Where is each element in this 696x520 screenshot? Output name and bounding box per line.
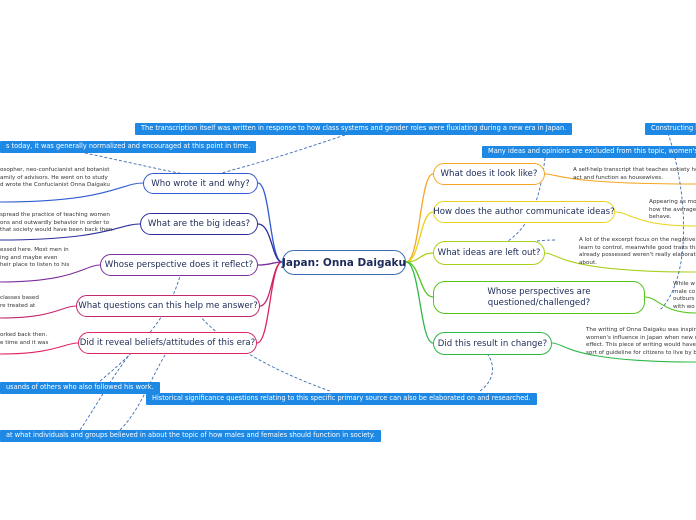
branch-big-ideas-label: What are the big ideas? xyxy=(147,219,251,229)
link-left-out xyxy=(405,252,434,263)
link-big-ideas-note xyxy=(0,223,141,241)
note-challenged: While w male co outburs with wo xyxy=(673,281,696,310)
branch-beliefs[interactable]: Did it reveal beliefs/attitudes of this … xyxy=(78,332,257,354)
note-change: The writing of Onna Daigaku was inspire … xyxy=(586,327,696,356)
link-beliefs-note xyxy=(0,342,79,355)
note-look-like: A self-help transcript that teaches soci… xyxy=(573,167,696,181)
note-beliefs: orked back then. e time and it was xyxy=(0,332,49,346)
branch-questions-label: What questions can this help me answer? xyxy=(78,301,258,311)
link-change-note xyxy=(551,342,696,363)
note-questions: classes based re treated at xyxy=(0,295,39,309)
branch-perspective[interactable]: Whose perspective does it reflect? xyxy=(100,254,258,276)
branch-questions[interactable]: What questions can this help me answer? xyxy=(76,295,260,317)
link-look-like xyxy=(405,173,434,263)
relation-historical-2 xyxy=(479,354,493,392)
branch-challenged-line1: Whose perspectives are xyxy=(487,286,591,297)
branch-challenged-line2: questioned/challenged? xyxy=(487,297,591,308)
banner-transcription[interactable]: The transcription itself was written in … xyxy=(135,123,573,135)
link-who-wrote-note xyxy=(0,182,144,203)
branch-look-like[interactable]: What does it look like? xyxy=(433,163,545,185)
relation-thousands xyxy=(99,275,181,382)
relation-transcription xyxy=(217,134,346,175)
branch-perspective-label: Whose perspective does it reflect? xyxy=(104,260,254,270)
banner-many-ideas[interactable]: Many ideas and opinions are excluded fro… xyxy=(482,146,696,158)
link-big-ideas xyxy=(257,223,283,263)
link-beliefs xyxy=(256,261,283,344)
branch-left-out-label: What ideas are left out? xyxy=(437,248,541,258)
branch-change[interactable]: Did this result in change? xyxy=(433,332,552,355)
link-communicate xyxy=(405,211,434,263)
link-look-like-note xyxy=(544,173,696,185)
banner-beliefs[interactable]: at what individuals and groups believed … xyxy=(0,430,381,442)
banner-historical[interactable]: Historical significance questions relati… xyxy=(146,393,537,405)
banner-constructing[interactable]: Constructing h xyxy=(645,123,696,135)
link-perspective-note xyxy=(0,264,101,283)
banner-thousands[interactable]: usands of others who also followed his w… xyxy=(0,382,160,394)
note-perspective: essed here. Most men in ing and maybe ev… xyxy=(0,247,70,269)
relation-historical xyxy=(199,315,331,392)
branch-big-ideas[interactable]: What are the big ideas? xyxy=(140,213,258,235)
link-left-out-note xyxy=(544,252,696,273)
branch-who-wrote[interactable]: Who wrote it and why? xyxy=(143,173,258,194)
link-challenged-note xyxy=(644,296,696,314)
banner-today[interactable]: s today, it was generally normalized and… xyxy=(0,141,257,153)
link-challenged xyxy=(405,261,434,298)
branch-look-like-label: What does it look like? xyxy=(440,169,538,179)
note-communicate: Appearing as mo how the average behave. xyxy=(649,199,696,221)
link-communicate-note xyxy=(614,211,696,227)
branch-communicate-label: How does the author communicate ideas? xyxy=(433,207,615,217)
branch-who-wrote-label: Who wrote it and why? xyxy=(151,178,250,189)
central-topic-label: Japan: Onna Daigaku xyxy=(282,256,407,269)
central-topic[interactable]: Japan: Onna Daigaku xyxy=(282,250,406,275)
link-who-wrote xyxy=(257,182,283,263)
branch-communicate[interactable]: How does the author communicate ideas? xyxy=(433,201,615,223)
note-big-ideas: spread the practice of teaching women on… xyxy=(0,212,115,234)
branch-beliefs-label: Did it reveal beliefs/attitudes of this … xyxy=(79,338,256,348)
note-who-wrote: osopher, neo-confucianist and botanist a… xyxy=(0,167,110,189)
note-left-out: A lot of the excerpt focus on the negati… xyxy=(579,237,696,266)
link-questions-note xyxy=(0,305,77,319)
branch-challenged[interactable]: Whose perspectives are questioned/challe… xyxy=(433,281,645,314)
link-change xyxy=(405,261,434,344)
branch-change-label: Did this result in change? xyxy=(437,338,548,349)
branch-left-out[interactable]: What ideas are left out? xyxy=(433,241,545,265)
